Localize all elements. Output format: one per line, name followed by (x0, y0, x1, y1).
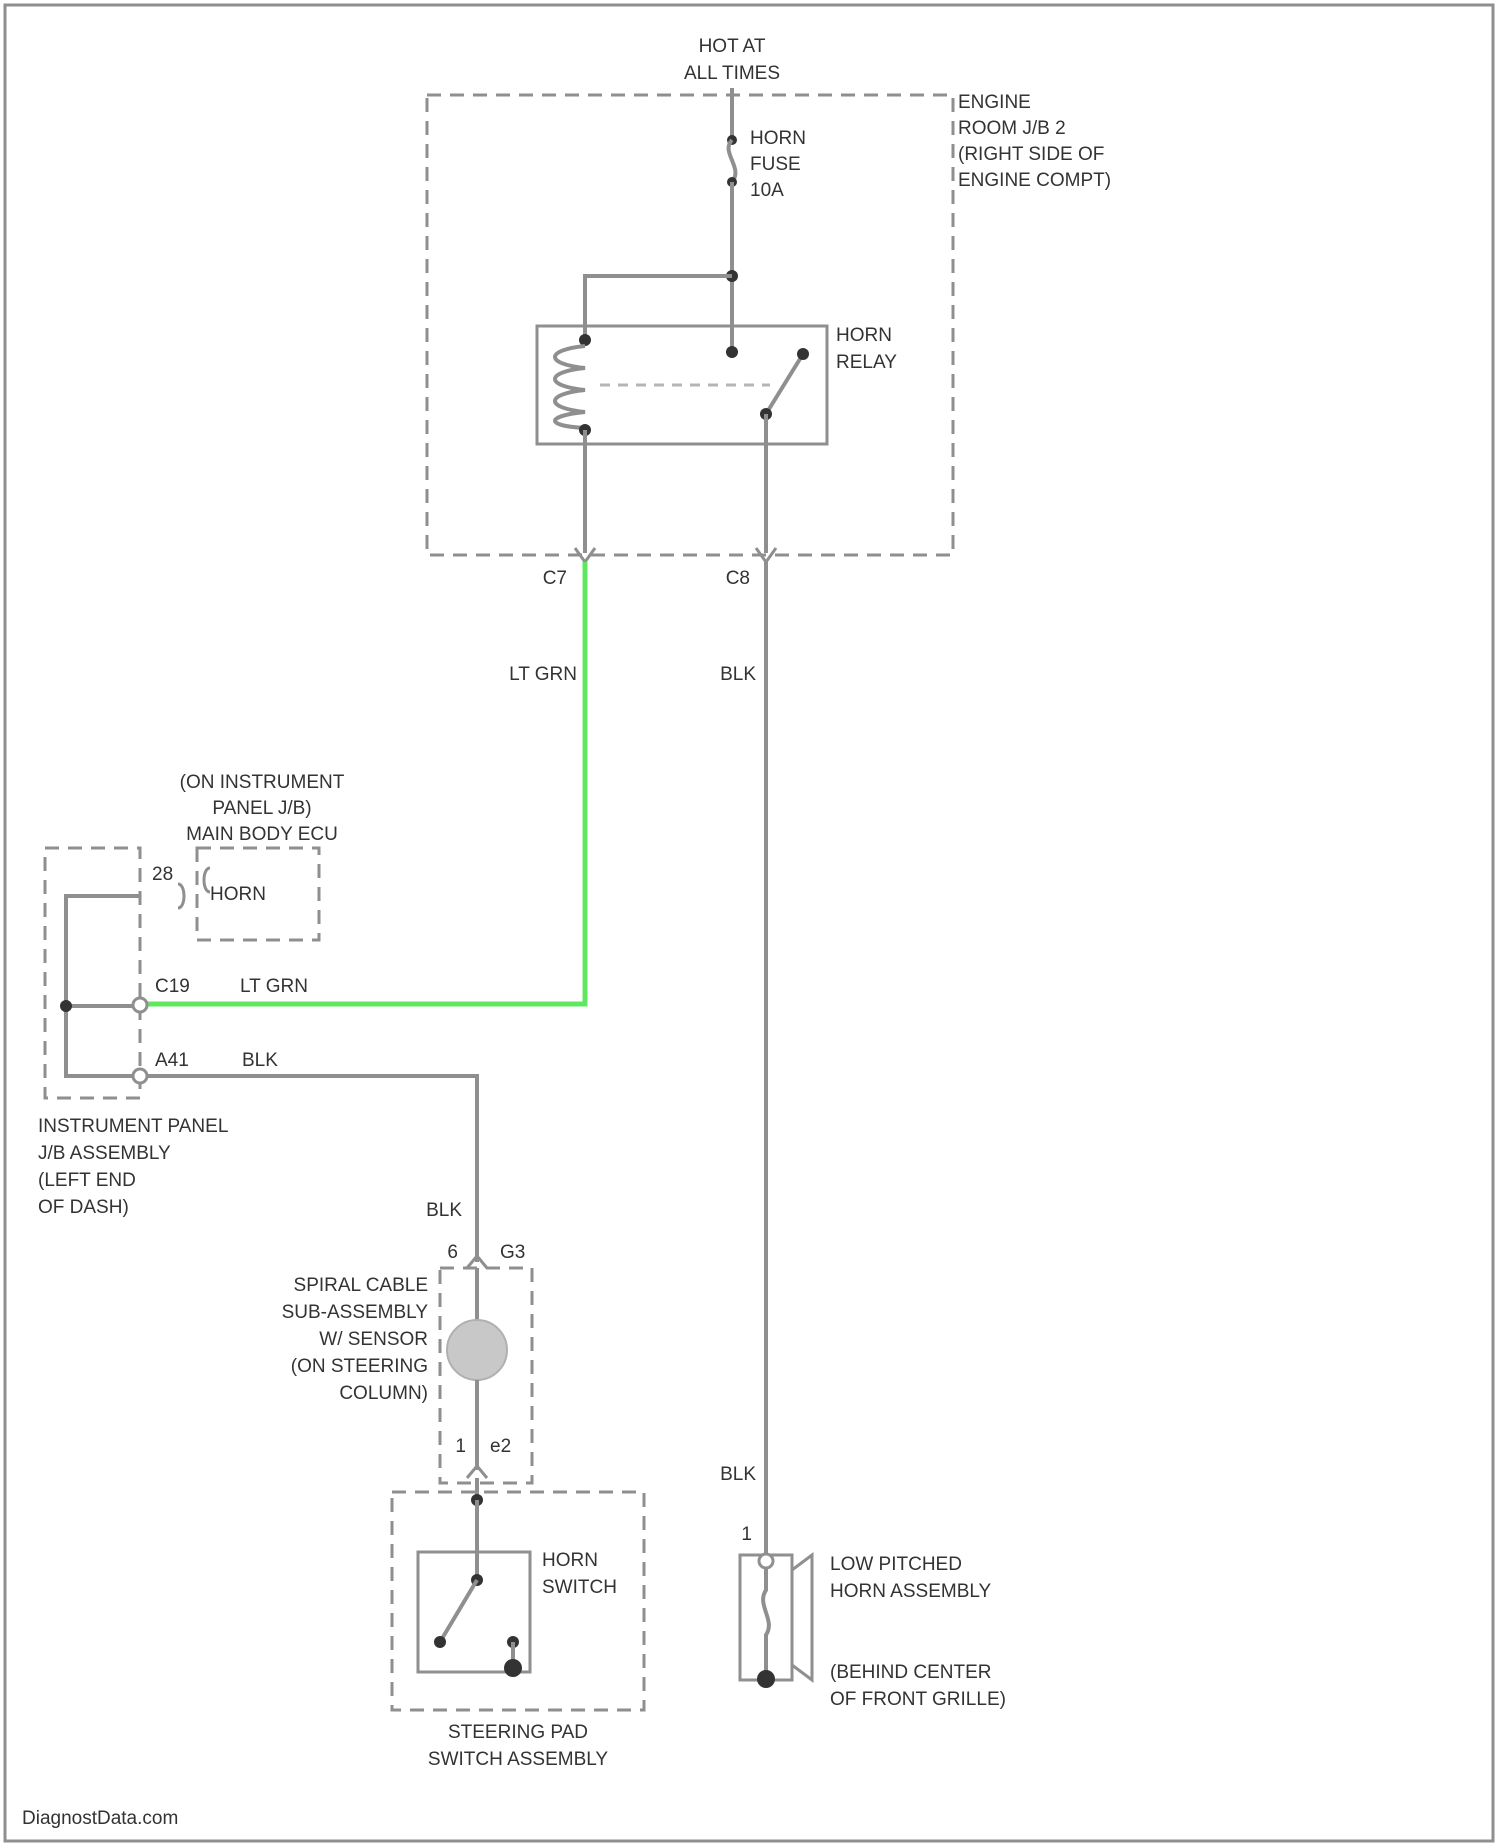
label-lowhorn-1: LOW PITCHED (830, 1554, 962, 1575)
relay-contact-terminal (726, 346, 738, 358)
label-ecu-horn: HORN (210, 884, 266, 905)
relay-coil-top-terminal (579, 334, 591, 346)
label-ipjb-2: J/B ASSEMBLY (38, 1143, 171, 1164)
label-horn-relay-1: HORN (836, 325, 892, 346)
label-pin-28: 28 (152, 864, 173, 885)
label-horn-relay-2: RELAY (836, 352, 897, 373)
pin-c19-terminal (133, 998, 147, 1012)
label-horn-fuse-1: HORN (750, 128, 806, 149)
label-wire-lt-grn-2: LT GRN (240, 976, 308, 997)
label-steer-2: SWITCH ASSEMBLY (428, 1749, 609, 1770)
label-pin-a41: A41 (155, 1050, 189, 1071)
label-pin-6: 6 (447, 1242, 458, 1263)
label-steer-1: STEERING PAD (448, 1722, 588, 1743)
label-ipjb-1: INSTRUMENT PANEL (38, 1116, 228, 1137)
label-hot-at: HOT AT (699, 36, 766, 57)
label-ipjb-note-1: (ON INSTRUMENT (180, 772, 345, 793)
label-wire-blk-1: BLK (720, 664, 756, 685)
low-horn-ground-icon (757, 1670, 775, 1688)
label-engine-jb-3: (RIGHT SIDE OF (958, 144, 1104, 165)
label-all-times: ALL TIMES (684, 63, 780, 84)
label-horn-switch-1: HORN (542, 1550, 598, 1571)
label-ipjb-4: OF DASH) (38, 1197, 129, 1218)
horn-switch-pivot (434, 1636, 446, 1648)
label-lowhorn-2: HORN ASSEMBLY (830, 1581, 992, 1602)
label-pin-c8: C8 (726, 568, 750, 589)
label-horn-fuse-3: 10A (750, 180, 784, 201)
label-spiral-2: SUB-ASSEMBLY (282, 1302, 429, 1323)
label-engine-jb-1: ENGINE (958, 92, 1031, 113)
label-spiral-1: SPIRAL CABLE (294, 1275, 428, 1296)
watermark: DiagnostData.com (22, 1808, 178, 1829)
label-pin-c19: C19 (155, 976, 190, 997)
label-lowhorn-4: OF FRONT GRILLE) (830, 1689, 1006, 1710)
label-spiral-4: (ON STEERING (291, 1356, 428, 1377)
label-spiral-3: W/ SENSOR (319, 1329, 428, 1350)
label-horn-switch-2: SWITCH (542, 1577, 617, 1598)
label-spiral-5: COLUMN) (339, 1383, 428, 1404)
label-ipjb-note-3: MAIN BODY ECU (186, 824, 338, 845)
label-wire-blk-4: BLK (720, 1464, 756, 1485)
label-conn-e2: e2 (490, 1436, 511, 1457)
label-engine-jb-2: ROOM J/B 2 (958, 118, 1066, 139)
label-ipjb-3: (LEFT END (38, 1170, 136, 1191)
low-horn-terminal (759, 1554, 773, 1568)
label-ipjb-note-2: PANEL J/B) (212, 798, 311, 819)
label-wire-blk-3: BLK (426, 1200, 462, 1221)
label-wire-blk-2: BLK (242, 1050, 278, 1071)
label-pin-1a: 1 (455, 1436, 466, 1457)
spiral-cable-icon (447, 1320, 507, 1380)
label-wire-lt-grn-1: LT GRN (509, 664, 577, 685)
label-conn-g3: G3 (500, 1242, 525, 1263)
horn-switch-ground-icon (504, 1659, 522, 1677)
relay-switch-pivot (797, 348, 809, 360)
label-lowhorn-3: (BEHIND CENTER (830, 1662, 992, 1683)
ipjb-splice-dot (60, 1000, 72, 1012)
pin-a41-terminal (133, 1069, 147, 1083)
label-pin-c7: C7 (543, 568, 567, 589)
label-pin-1b: 1 (741, 1524, 752, 1545)
label-engine-jb-4: ENGINE COMPT) (958, 170, 1111, 191)
label-horn-fuse-2: FUSE (750, 154, 801, 175)
diagram-frame (5, 5, 1493, 1841)
